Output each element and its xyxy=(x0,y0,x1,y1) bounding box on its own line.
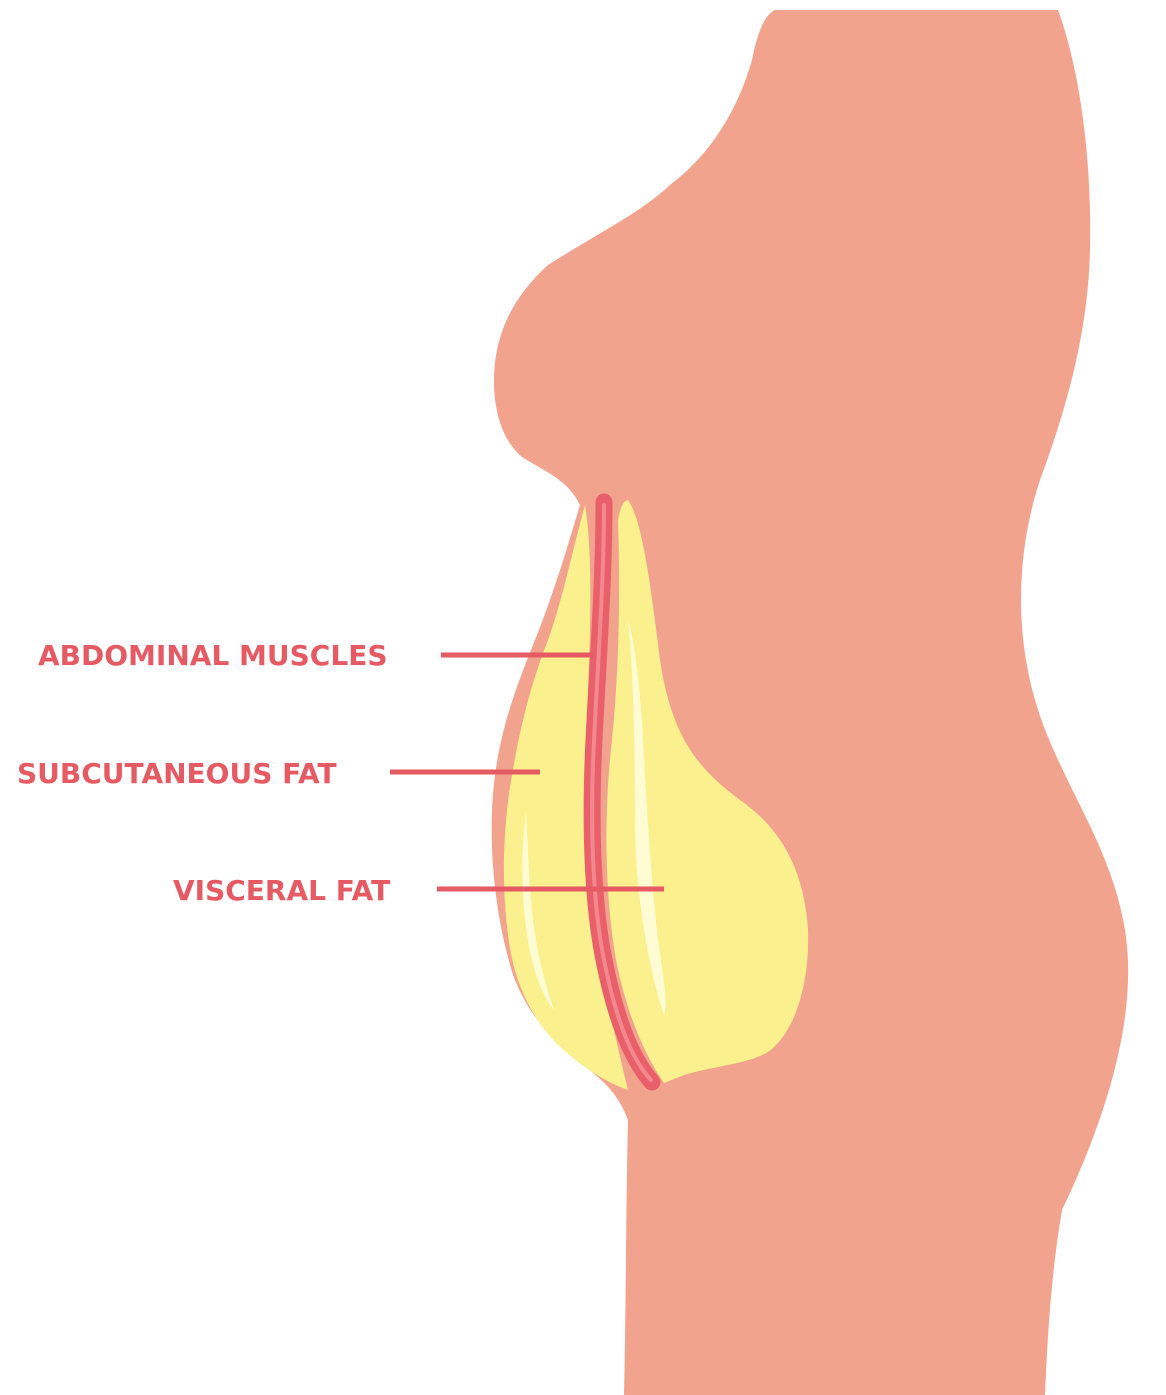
visceral-fat-label: VISCERAL FAT xyxy=(173,874,390,907)
abdominal-muscles-label: ABDOMINAL MUSCLES xyxy=(38,639,387,672)
subcutaneous-fat-label: SUBCUTANEOUS FAT xyxy=(17,757,337,790)
